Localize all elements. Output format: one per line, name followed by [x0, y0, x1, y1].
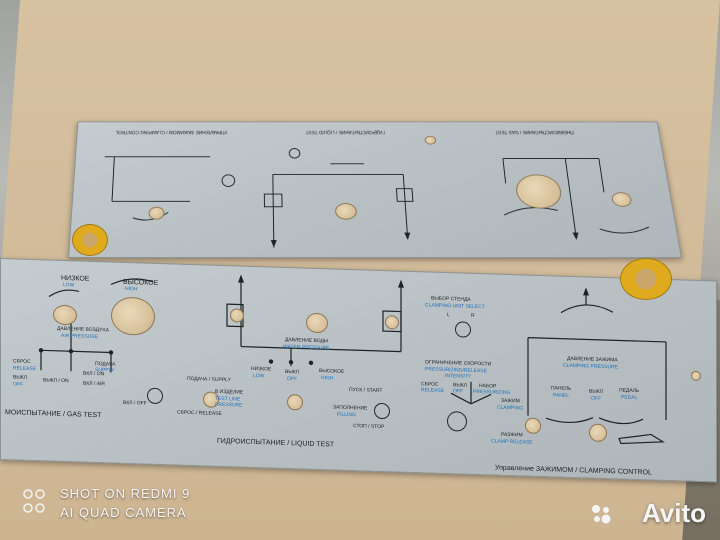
label-off-ru: ВЫКЛ [13, 374, 27, 381]
label-vykl-c-en: OFF [591, 395, 601, 402]
label-reset-ru: СБРОС [13, 358, 31, 365]
label-rate-limit-en2: INTENSITY [445, 372, 472, 380]
label-filling-en: FILLING [337, 411, 356, 419]
top-gas-test-title: ПНЕВМОИСПЫТАНИЕ / GAS TEST [494, 129, 575, 135]
top-hole-5 [424, 135, 437, 145]
label-nizkoe: НИЗКОЕ [251, 365, 272, 373]
camera-watermark: SHOT ON REDMI 9 AI QUAD CAMERA [23, 484, 191, 522]
bottom-knob-stand-select [455, 321, 471, 338]
avito-brand: Avito [641, 498, 706, 528]
label-vkl-air: ВКЛ / AIR [83, 380, 106, 388]
label-panel-ru: ПАНЕЛЬ [551, 385, 572, 392]
top-liquid-test-title: ГИДРОИСПЫТАНИЕ / LIQUID TEST [305, 129, 386, 135]
label-unclamp-ru: РАЗЖИМ [501, 431, 523, 439]
top-hole-2 [334, 203, 358, 220]
bottom-hole-low [53, 304, 77, 326]
label-start: ПУСК / START [349, 386, 383, 395]
label-clamp-ru: ЗАЖИМ [501, 397, 520, 405]
label-vykl-c: ВЫКЛ [589, 388, 603, 395]
label-vysokoe: ВЫСОКОЕ [319, 368, 345, 375]
watermark-line-1: SHOT ON REDMI 9 [60, 486, 191, 501]
label-off-en: OFF [13, 381, 23, 388]
bottom-hole-valve-left [230, 308, 244, 323]
bottom-hole-high [111, 296, 155, 336]
top-panel-schematic [69, 122, 681, 257]
label-stand-r: R [471, 312, 475, 319]
bottom-knob-rate-limit [447, 411, 467, 432]
camera-dots-icon [23, 489, 45, 513]
label-clamp-en: CLAMPING [497, 404, 524, 412]
label-vykl-on: ВЫКЛ / ON [43, 377, 69, 385]
label-high-en: HIGH [125, 285, 138, 293]
bottom-hole-screw [691, 370, 701, 382]
yellow-disc-right [620, 258, 672, 300]
label-supply-en: SUPPLY [95, 366, 115, 374]
label-low-en: LOW [63, 281, 75, 289]
label-panel-en: PANEL [553, 392, 570, 399]
bottom-control-panel: НИЗКОЕ LOW ВЫСОКОЕ HIGH ДАВЛЕНИЕ ВОЗДУХА… [0, 258, 717, 483]
bottom-knob-filling [374, 402, 390, 420]
bottom-knob-supply [147, 387, 163, 405]
bottom-hole-clamp [525, 417, 541, 435]
label-stand-l: L [447, 312, 450, 319]
bottom-hole-off [589, 423, 607, 443]
bottom-hole-valve-right [385, 315, 399, 330]
yellow-disc-left [72, 224, 108, 256]
label-vysokoe-en: HIGH [321, 375, 334, 382]
label-sbros-small-en: RELEASE [421, 387, 445, 394]
label-reset-en: RELEASE [13, 365, 37, 373]
label-vykl-en: OFF [287, 376, 297, 383]
label-vykl-small-en: OFF [453, 388, 463, 395]
label-nizkoe-en: LOW [253, 372, 265, 380]
label-pedal-ru: ПЕДАЛЬ [619, 387, 640, 395]
avito-logo-icon [592, 505, 611, 524]
label-filling-ru: ЗАПОЛНЕНИЕ [333, 404, 368, 412]
top-clamp-control-title: УПРАВЛЕНИЕ ЗАЖИМОМ / CLAMPING CONTROL [115, 129, 228, 135]
label-vykl: ВЫКЛ [285, 368, 299, 376]
bottom-hole-water [287, 394, 303, 411]
label-pressure-en: PRESSURE [215, 401, 243, 409]
label-pedal-en: PEDAL [621, 394, 638, 402]
top-knob-1 [221, 174, 236, 187]
top-control-panel: ПНЕВМОИСПЫТАНИЕ / GAS TEST ГИДРОИСПЫТАНИ… [68, 121, 682, 258]
label-in-product-ru: В ИЗДЕЛИЕ [215, 388, 244, 396]
label-vkl-off: ВКЛ / OFF [123, 399, 147, 407]
watermark-line-2: AI QUAD CAMERA [60, 505, 187, 520]
bottom-hole-center [306, 312, 328, 334]
top-knob-2 [288, 148, 301, 159]
label-stop: СТОП / STOP [353, 423, 385, 431]
